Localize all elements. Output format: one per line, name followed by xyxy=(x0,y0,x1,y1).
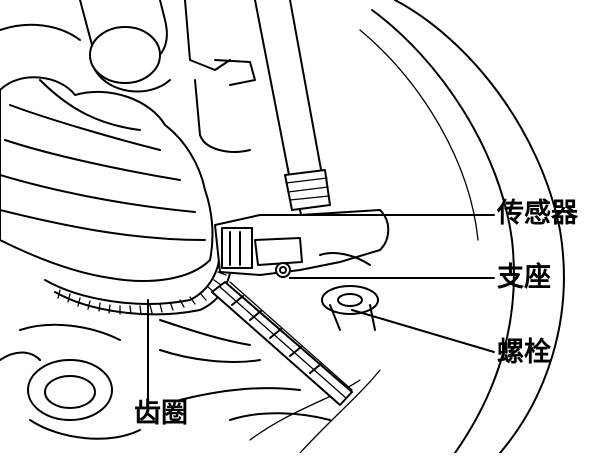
label-bracket: 支座 xyxy=(497,262,551,293)
lower-hub xyxy=(0,319,331,440)
leader-lines xyxy=(147,214,495,399)
upper-strut xyxy=(0,0,256,153)
bolt-tool xyxy=(211,281,353,406)
label-bolt: 螺栓 xyxy=(497,337,551,368)
label-sensor: 传感器 xyxy=(497,198,578,229)
label-tooth-ring: 齿圈 xyxy=(134,398,188,429)
tooth-ring xyxy=(44,249,233,316)
wheel-rim xyxy=(249,0,565,454)
sensor-bracket xyxy=(214,209,390,331)
sensor-cable xyxy=(254,0,331,233)
cv-boot xyxy=(0,76,214,282)
